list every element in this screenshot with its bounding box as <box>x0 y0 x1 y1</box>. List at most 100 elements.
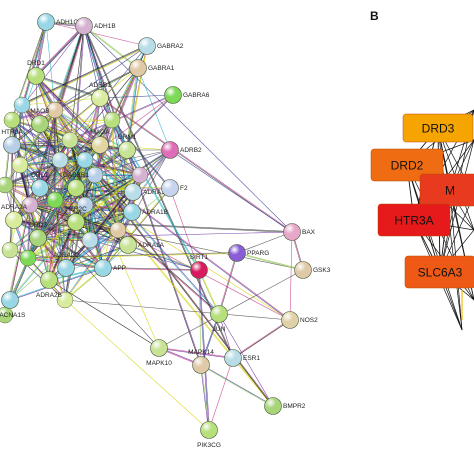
hub-node-label-drd2: DRD2 <box>391 159 424 173</box>
hub-node-drd2[interactable]: DRD2 <box>370 148 444 182</box>
node-app[interactable]: APP <box>94 259 127 277</box>
network-edge <box>54 139 71 201</box>
network-edge <box>55 175 141 201</box>
network-edge <box>70 139 87 205</box>
node-gabra6[interactable]: GABRA6 <box>164 86 210 104</box>
node-gabra2[interactable]: GABRA2 <box>138 37 184 55</box>
network-edge <box>35 76 100 100</box>
protein-node-circle <box>40 271 58 289</box>
node-mapk14[interactable]: MAPK14 <box>188 349 214 374</box>
node-label-adrb2: ADRB2 <box>180 147 202 154</box>
network-edge <box>128 244 200 270</box>
protein-node-circle <box>224 349 242 367</box>
node-label-mapk10: MAPK10 <box>146 360 172 367</box>
node-adh1c[interactable]: ADH1C <box>37 13 79 31</box>
hub-node-box <box>370 148 444 182</box>
node-label-pik3cg: PIK3CG <box>197 442 221 449</box>
network-edge <box>83 26 233 359</box>
node-sirt1[interactable]: SIRT1 <box>190 254 209 279</box>
network-edge <box>30 160 86 206</box>
node-pparg[interactable]: PPARG <box>228 244 270 262</box>
node-adra1a[interactable]: ADRA1A <box>119 236 165 254</box>
hub-node-slc6a3[interactable]: SLC6A3 <box>404 255 474 289</box>
node-label-htr3a: HTR3A <box>1 129 23 136</box>
node-adrb1[interactable]: ADRB1 <box>89 82 111 107</box>
network-edge <box>48 279 160 349</box>
network-edge <box>158 269 304 349</box>
node-cacna1s[interactable]: CACNA1S <box>0 291 26 320</box>
node-adra2a[interactable]: ADRA2A <box>1 204 28 229</box>
network-edge <box>19 138 70 165</box>
node-label-gabbr1: GABBR1 <box>63 172 90 179</box>
node-htr3a[interactable]: HTR3A <box>1 129 23 154</box>
unlabeled-protein-node <box>19 249 37 267</box>
network-edge <box>159 347 234 358</box>
network-edge <box>200 365 273 407</box>
node-jun[interactable]: JUN <box>210 305 228 334</box>
network-edge <box>84 159 141 176</box>
unlabeled-protein-node <box>103 111 121 129</box>
node-drd3[interactable]: DRD3 <box>29 222 47 247</box>
network-edge <box>219 253 238 315</box>
node-esr1[interactable]: ESR1 <box>224 349 261 367</box>
protein-node-circle <box>150 339 168 357</box>
node-label-maob: MAOB <box>30 108 49 115</box>
network-edge <box>83 25 113 121</box>
protein-node-circle <box>31 179 49 197</box>
node-f2[interactable]: F2 <box>161 179 188 197</box>
network-edge <box>53 25 84 110</box>
node-bmpr2[interactable]: BMPR2 <box>264 397 306 415</box>
node-adh1b[interactable]: ADH1B <box>75 17 116 35</box>
node-adra1b[interactable]: ADRA1B <box>123 203 169 221</box>
node-gsk3[interactable]: GSK3 <box>294 261 331 279</box>
protein-node-circle <box>200 421 218 439</box>
node-bax[interactable]: BAX <box>283 223 316 241</box>
node-drd2[interactable]: DRD2 <box>31 172 49 197</box>
network-edge <box>125 67 138 150</box>
node-label-f2: F2 <box>180 185 188 192</box>
network-edge <box>218 252 237 314</box>
network-edge <box>236 231 293 254</box>
node-maoa[interactable]: MAOA <box>90 129 110 154</box>
network-edge <box>85 159 274 406</box>
node-adra2b[interactable]: ADRA2B <box>36 271 62 300</box>
node-label-gabra6: GABRA6 <box>183 92 210 99</box>
network-edge <box>27 204 30 258</box>
node-adra2c[interactable]: ADRA2C <box>53 252 80 277</box>
node-nos2[interactable]: NOS2 <box>281 311 319 329</box>
unlabeled-protein-node <box>11 156 29 174</box>
network-edge <box>54 67 138 110</box>
node-label-adra2a: ADRA2A <box>1 204 28 211</box>
unlabeled-protein-node <box>46 191 64 209</box>
node-gabra1[interactable]: GABRA1 <box>129 59 175 77</box>
network-edge <box>54 45 148 111</box>
protein-node-circle <box>138 37 156 55</box>
network-edge <box>21 97 101 106</box>
hub-node-drd3[interactable]: DRD3 <box>402 113 474 143</box>
network-edge <box>45 21 56 111</box>
node-grm1[interactable]: GRM1 <box>118 134 137 159</box>
protein-node-circle <box>75 17 93 35</box>
protein-node-circle <box>294 261 312 279</box>
unlabeled-protein-node <box>51 151 69 169</box>
node-maob[interactable]: MAOB <box>30 108 50 133</box>
network-edge <box>4 174 96 186</box>
node-adrb2[interactable]: ADRB2 <box>161 141 203 159</box>
node-mapk10[interactable]: MAPK10 <box>146 339 172 368</box>
network-edge <box>76 221 293 232</box>
network-edge <box>28 175 141 259</box>
hub-node-htr3a[interactable]: HTR3A <box>377 203 451 237</box>
node-adra1d[interactable]: ADRA1D <box>124 183 170 201</box>
node-drd1[interactable]: DRD1 <box>27 60 45 85</box>
node-label-esr1: ESR1 <box>243 355 260 362</box>
node-pik3cg[interactable]: PIK3CG <box>197 421 221 450</box>
network-edge <box>70 95 174 141</box>
network-edge <box>69 25 85 141</box>
hub-node-m[interactable]: M <box>419 173 474 207</box>
node-gabbr1[interactable]: GABBR1 <box>63 172 90 197</box>
network-edge <box>35 75 101 99</box>
node-htr2c[interactable]: HTR2C <box>65 206 87 231</box>
